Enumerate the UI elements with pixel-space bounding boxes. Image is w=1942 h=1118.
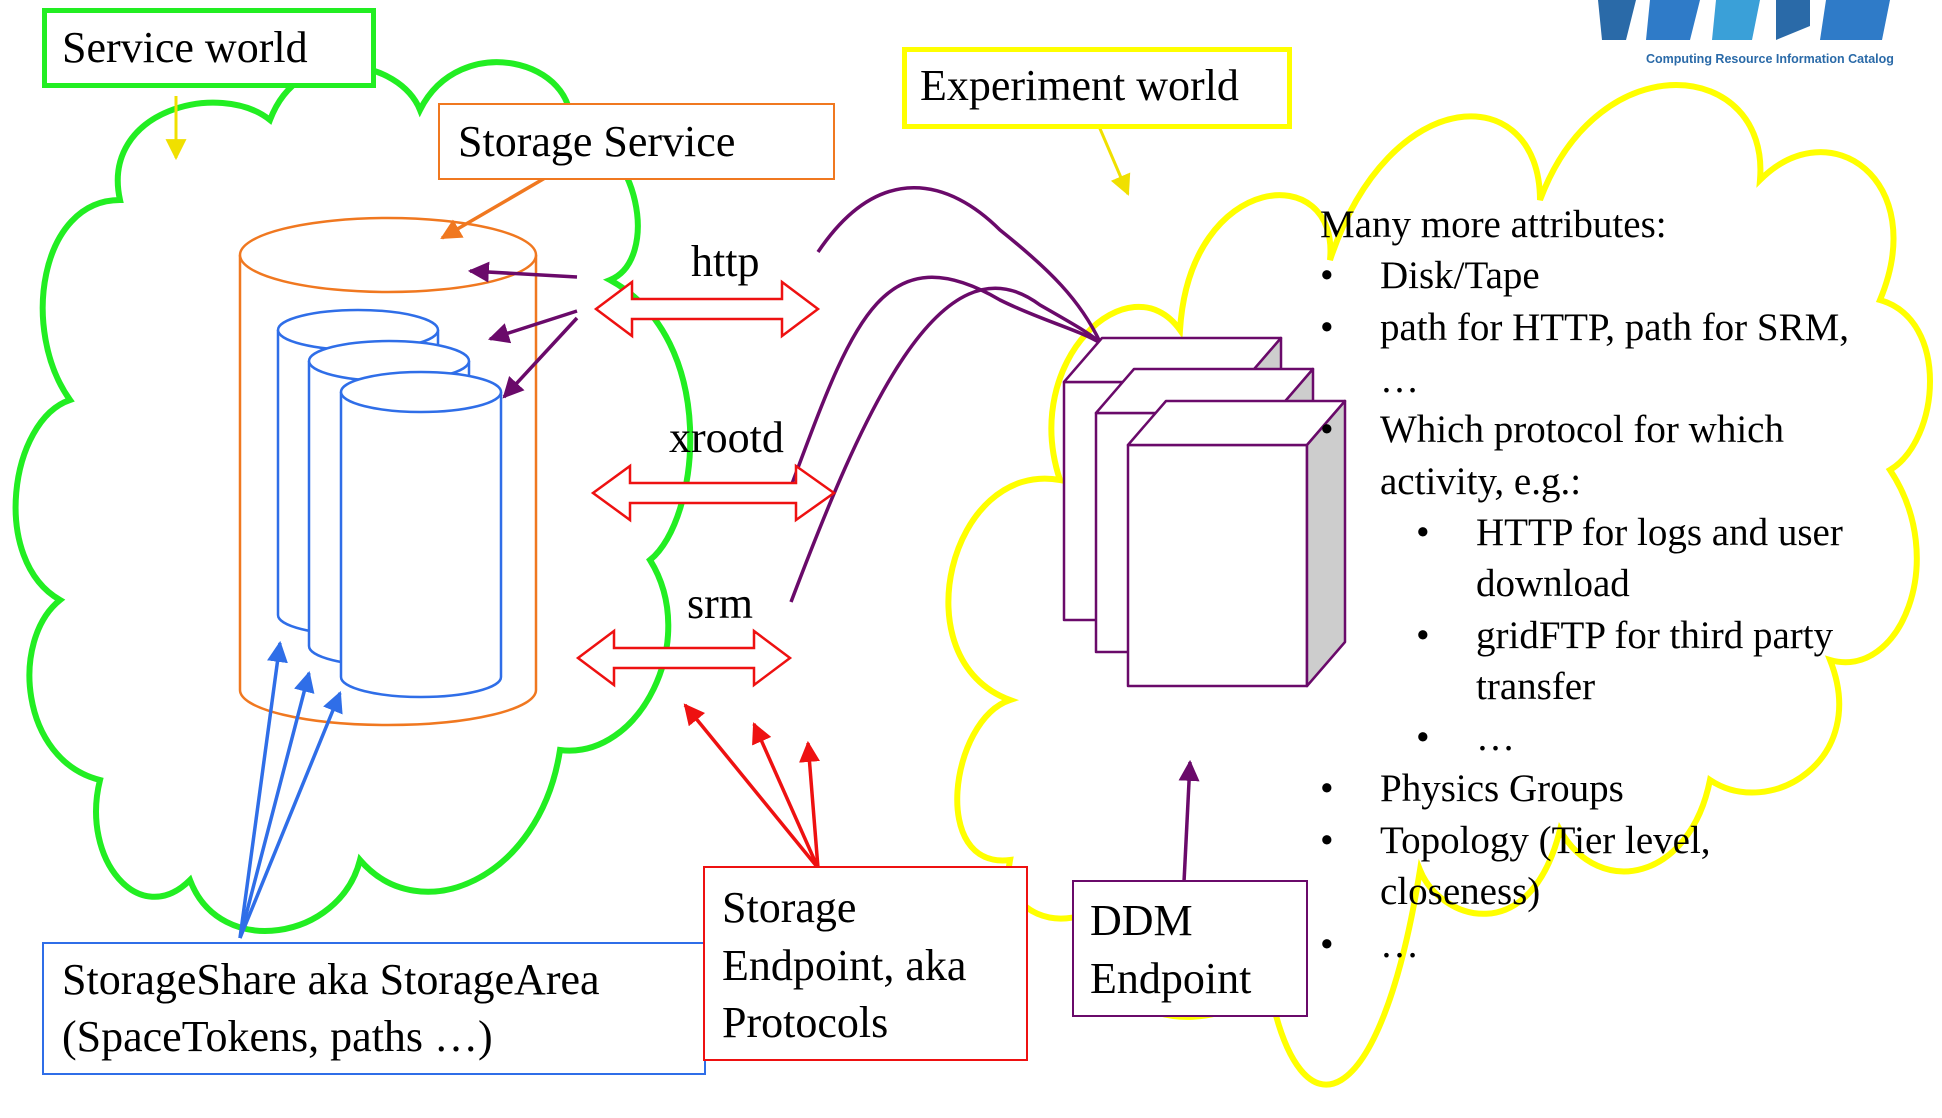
attribute-text: … (1380, 923, 1419, 966)
protocol-to-service-arrow-3 (502, 316, 579, 399)
attribute-text: Disk/Tape (1380, 254, 1540, 297)
xrootd-double-arrow (590, 463, 837, 523)
attribute-subitem-http-cont: download (1476, 562, 1630, 605)
protocol-xrootd-label: xrootd (669, 413, 784, 462)
attribute-text: … (1476, 716, 1515, 759)
storage-endpoint-pointer-arrows (683, 703, 820, 870)
http-double-arrow (593, 279, 821, 339)
protocol-to-service-arrow-2 (488, 309, 578, 344)
storage-share-box (42, 942, 706, 1075)
attribute-text: path for HTTP, path for SRM, (1380, 306, 1850, 349)
storage-share-label-line2: (SpaceTokens, paths …) (62, 1012, 493, 1061)
attribute-item-physics-groups: • Physics Groups (1320, 766, 1624, 813)
attribute-item-topology-cont: closeness) (1380, 870, 1541, 913)
storage-share-pointer-arrows (238, 640, 343, 939)
cric-logo-subtitle: Computing Resource Information Catalog (1646, 52, 1894, 66)
attribute-text: HTTP for logs and user (1476, 511, 1843, 554)
storage-service-label: Storage Service (458, 117, 736, 166)
storage-endpoint-label-line3: Protocols (722, 998, 889, 1047)
experiment-world-label: Experiment world (920, 61, 1239, 110)
ddm-endpoint-label-line2: Endpoint (1090, 954, 1252, 1003)
storage-endpoint-label-line2: Endpoint, aka (722, 941, 967, 990)
storage-service-pointer-arrow (440, 176, 546, 240)
ddm-endpoint-boxes (1062, 336, 1347, 688)
ddm-endpoint-pointer-arrow (1178, 759, 1200, 883)
bullet-marker: • (1320, 306, 1334, 349)
bullet-marker: • (1320, 767, 1334, 810)
protocol-to-service-arrow-1 (467, 261, 578, 283)
service-world-label: Service world (62, 23, 308, 72)
srm-double-arrow (575, 628, 793, 688)
attribute-subitem-ellipsis: • … (1416, 715, 1515, 762)
bullet-marker: • (1416, 614, 1430, 657)
attribute-item-path: • path for HTTP, path for SRM, (1320, 305, 1849, 352)
storage-share-cylinder-3 (339, 370, 503, 699)
attribute-subitem-http: • HTTP for logs and user (1416, 510, 1843, 557)
experiment-world-box (902, 47, 1292, 129)
attributes-heading: Many more attributes: (1320, 203, 1667, 246)
attribute-item-disk-tape: • Disk/Tape (1320, 253, 1540, 300)
bullet-marker: • (1320, 819, 1334, 862)
attribute-item-protocol: • Which protocol for which (1320, 407, 1784, 454)
attribute-text: Physics Groups (1380, 767, 1624, 810)
bullet-marker: • (1416, 511, 1430, 554)
bullet-marker: • (1320, 923, 1334, 966)
storage-service-box (438, 103, 835, 180)
ddm-endpoint-box (1072, 880, 1308, 1017)
attribute-item-ellipsis: • … (1320, 922, 1419, 969)
experiment-world-pointer-arrow (1096, 123, 1131, 196)
ddm-endpoint-label-line1: DDM (1090, 896, 1193, 945)
cric-logo (1598, 0, 1890, 40)
attribute-item-protocol-cont: activity, e.g.: (1380, 460, 1582, 503)
attribute-text: Topology (Tier level, (1380, 819, 1711, 862)
bullet-marker: • (1416, 716, 1430, 759)
bullet-marker: • (1320, 254, 1334, 297)
attribute-text: gridFTP for third party (1476, 614, 1834, 657)
attribute-subitem-gridftp-cont: transfer (1476, 665, 1596, 708)
storage-share-label-line1: StorageShare aka StorageArea (62, 955, 600, 1004)
attribute-item-path-cont: … (1380, 358, 1419, 401)
experiment-world-cloud (945, 82, 1933, 1088)
attribute-item-topology: • Topology (Tier level, (1320, 818, 1711, 865)
storage-endpoint-label-line1: Storage (722, 883, 857, 932)
attribute-subitem-gridftp: • gridFTP for third party (1416, 613, 1833, 660)
storage-endpoint-box (703, 866, 1028, 1061)
service-world-box (42, 8, 376, 88)
attribute-text: Which protocol for which (1380, 408, 1784, 451)
ddm-protocol-curves (788, 186, 1106, 603)
bullet-marker: • (1320, 408, 1334, 451)
protocol-http-label: http (691, 237, 760, 286)
protocol-srm-label: srm (687, 579, 753, 628)
